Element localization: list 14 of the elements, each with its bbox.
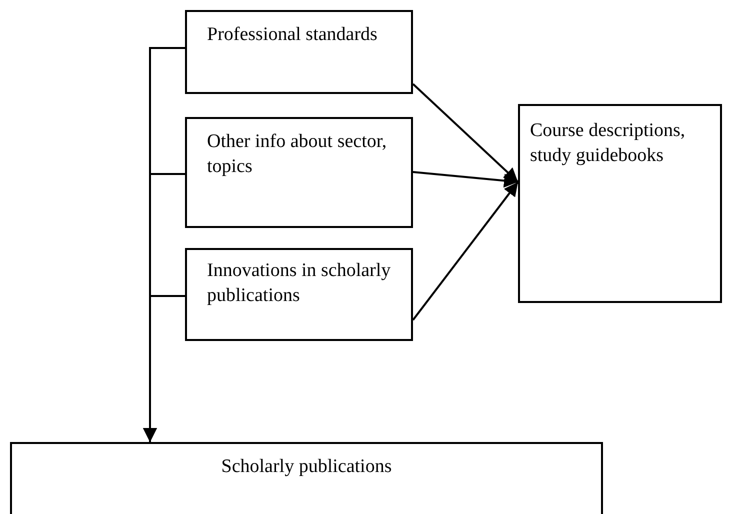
arrow [412,83,519,183]
arrow [412,181,519,321]
arrow [143,295,185,442]
process-box [185,248,413,341]
process-box [10,442,603,514]
box-label: Scholarly publications [221,455,392,479]
box-label: Other info about sector, topics [207,130,388,179]
box-label: Professional standards [207,23,378,47]
arrow [412,171,518,188]
process-box [185,117,413,228]
box-label: Innovations in scholarly publications [207,259,391,308]
process-box [518,104,722,303]
process-box [185,10,413,94]
box-label: Course descriptions, study guidebooks [530,119,686,168]
